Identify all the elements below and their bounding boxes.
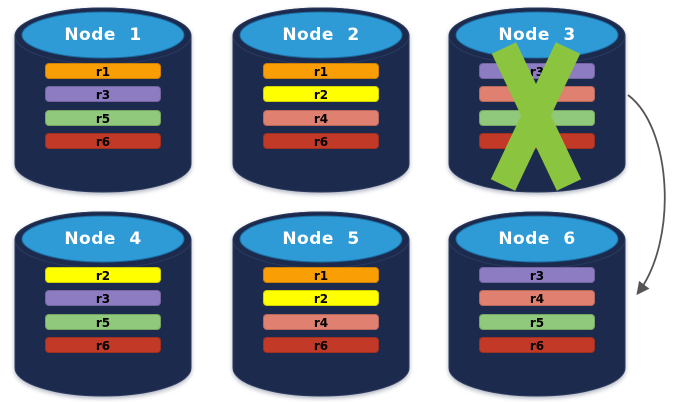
replica-label: r6	[313, 339, 329, 353]
node-title: Node 4	[64, 229, 142, 249]
cylinder-top-face	[239, 215, 403, 263]
node-4: Node 4 r2 r3 r5 r6	[14, 210, 192, 398]
replica-label: r6	[313, 135, 329, 149]
replica-label: r1	[95, 65, 111, 79]
replica-bar: r3	[479, 267, 595, 283]
replica-label: r3	[95, 88, 111, 102]
node-title: Node 2	[282, 25, 360, 45]
node-3: Node 3 r3 r4 r5 r6	[448, 6, 626, 194]
replica-bar: r6	[263, 133, 379, 149]
node-1: Node 1 r1 r3 r5 r6	[14, 6, 192, 194]
replica-label: r6	[95, 339, 111, 353]
cylinder-top-face	[239, 11, 403, 59]
replica-label: r1	[313, 269, 329, 283]
node-title: Node 6	[498, 229, 576, 249]
replica-bar: r5	[45, 110, 161, 126]
replica-label: r6	[95, 135, 111, 149]
replica-bar: r3	[45, 290, 161, 306]
node-2: Node 2 r1 r2 r4 r6	[232, 6, 410, 194]
node-title: Node 3	[498, 25, 576, 45]
replica-label: r6	[529, 339, 545, 353]
replica-bar: r4	[263, 110, 379, 126]
replica-label: r1	[313, 65, 329, 79]
replica-bar: r5	[479, 314, 595, 330]
node-title: Node 5	[282, 229, 360, 249]
replica-bar: r3	[45, 86, 161, 102]
node-5: Node 5 r1 r2 r4 r6	[232, 210, 410, 398]
replica-bar: r2	[263, 290, 379, 306]
cylinder-top-face	[21, 215, 185, 263]
replica-bar: r1	[263, 63, 379, 79]
replica-label: r3	[529, 269, 545, 283]
replica-label: r5	[95, 112, 111, 126]
failover-arrow-icon	[627, 94, 666, 296]
cylinder-top-face	[21, 11, 185, 59]
replica-bar: r6	[263, 337, 379, 353]
replica-bar: r5	[45, 314, 161, 330]
replica-label: r5	[529, 316, 545, 330]
replica-bar: r4	[263, 314, 379, 330]
replica-label: r2	[313, 292, 329, 306]
replica-label: r4	[529, 292, 545, 306]
replica-label: r4	[313, 316, 329, 330]
replica-bar: r1	[263, 267, 379, 283]
replica-label: r2	[313, 88, 329, 102]
cylinder-top-face	[455, 215, 619, 263]
cylinder-top-face	[455, 11, 619, 59]
replica-label: r3	[95, 292, 111, 306]
failure-x-icon	[490, 42, 582, 191]
replica-bar: r4	[479, 290, 595, 306]
node-title: Node 1	[64, 25, 142, 45]
replica-label: r4	[313, 112, 329, 126]
replica-label: r5	[95, 316, 111, 330]
replica-bar: r6	[45, 337, 161, 353]
node-6: Node 6 r3 r4 r5 r6	[448, 210, 626, 398]
replica-bar: r1	[45, 63, 161, 79]
replica-bar: r2	[45, 267, 161, 283]
replica-bar: r2	[263, 86, 379, 102]
replica-bar: r6	[45, 133, 161, 149]
replica-label: r2	[95, 269, 111, 283]
replica-bar: r6	[479, 337, 595, 353]
